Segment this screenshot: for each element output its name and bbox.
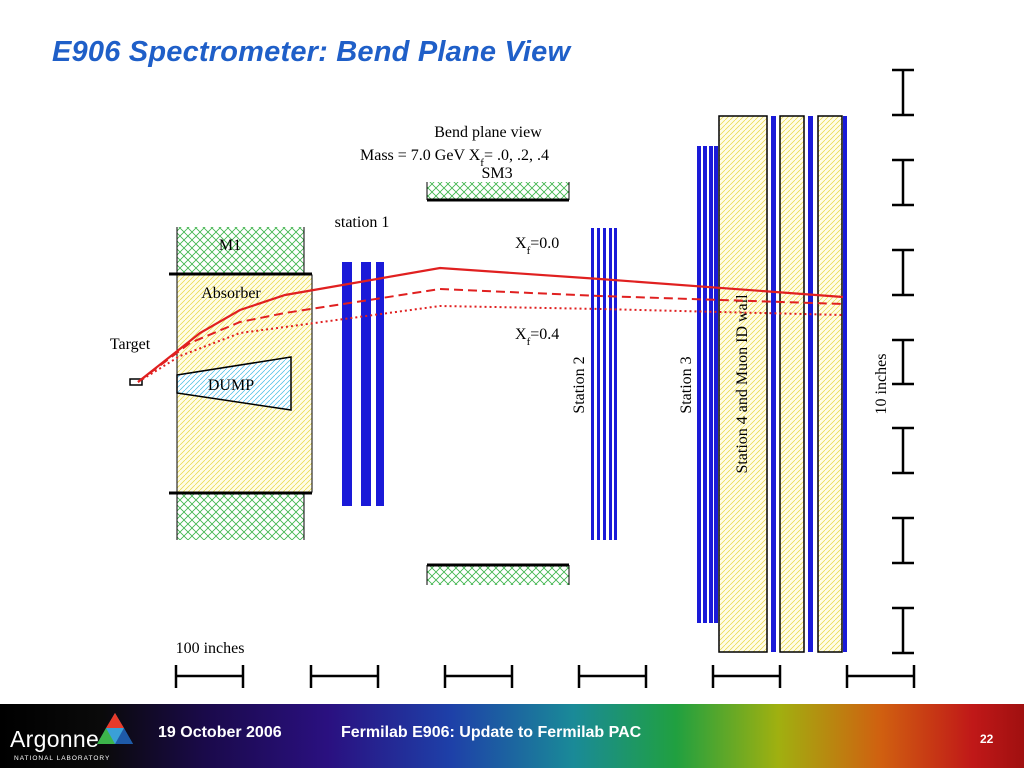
station3-label: Station 3	[678, 356, 695, 413]
xf-04-sub: f	[527, 336, 531, 348]
xf-0-sub: f	[527, 245, 531, 257]
station2-label: Station 2	[571, 356, 588, 413]
slide-title: E906 Spectrometer: Bend Plane View	[52, 36, 571, 68]
footer-date: 19 October 2006	[158, 724, 282, 741]
xf-0-label: Xf=0.0	[515, 235, 559, 257]
xf-0-main: X	[515, 235, 527, 252]
header-mass-prefix: Mass = 7.0 GeV X	[360, 147, 481, 164]
footer-presentation-title: Fermilab E906: Update to Fermilab PAC	[341, 724, 642, 741]
station4-muon-wall	[718, 115, 847, 653]
trajectory-xf-04	[137, 304, 844, 383]
xf-04-label: Xf=0.4	[515, 326, 559, 348]
xf-04-value: =0.4	[530, 326, 559, 343]
target-label: Target	[110, 336, 151, 353]
header-mass-sub: f	[480, 157, 484, 169]
trajectory-xf-0	[137, 266, 844, 383]
trajectory-xf-02	[137, 287, 844, 383]
logo-subtext: NATIONAL LABORATORY	[14, 755, 111, 762]
beam-dump	[176, 356, 292, 411]
xf-0-value: =0.0	[530, 235, 559, 252]
footer-bar: Argonne NATIONAL LABORATORY 19 October 2…	[0, 704, 1024, 768]
header-mass-suffix: = .0, .2, .4	[484, 147, 549, 164]
station2-planes	[591, 228, 617, 540]
absorber-label: Absorber	[201, 285, 261, 302]
m1-label: M1	[219, 237, 241, 254]
scale-bar-vertical	[892, 68, 914, 655]
diagram-header-mass: Mass = 7.0 GeV Xf= .0, .2, .4	[360, 147, 549, 169]
station3-planes	[697, 146, 718, 623]
sm3-bottom-pole	[426, 563, 570, 585]
target-marker	[129, 378, 143, 386]
sm3-label: SM3	[481, 165, 512, 182]
logo-wordmark: Argonne	[10, 726, 100, 752]
sm3-top-pole	[426, 182, 570, 202]
diagram-header-title: Bend plane view	[434, 124, 542, 141]
page-number: 22	[980, 732, 994, 746]
scale-horizontal-label: 100 inches	[176, 640, 245, 657]
station1-planes	[342, 262, 384, 506]
dump-label: DUMP	[208, 377, 254, 394]
scale-vertical-label: 10 inches	[873, 354, 890, 415]
xf-04-main: X	[515, 326, 527, 343]
logo-triangle-icon	[97, 713, 133, 744]
scale-bar-horizontal	[174, 665, 916, 688]
spectrometer-diagram: Bend plane view Mass = 7.0 GeV Xf= .0, .…	[110, 68, 916, 688]
argonne-logo: Argonne NATIONAL LABORATORY	[0, 704, 150, 768]
station1-label: station 1	[335, 214, 390, 231]
station4-label: Station 4 and Muon ID wall	[734, 294, 751, 474]
